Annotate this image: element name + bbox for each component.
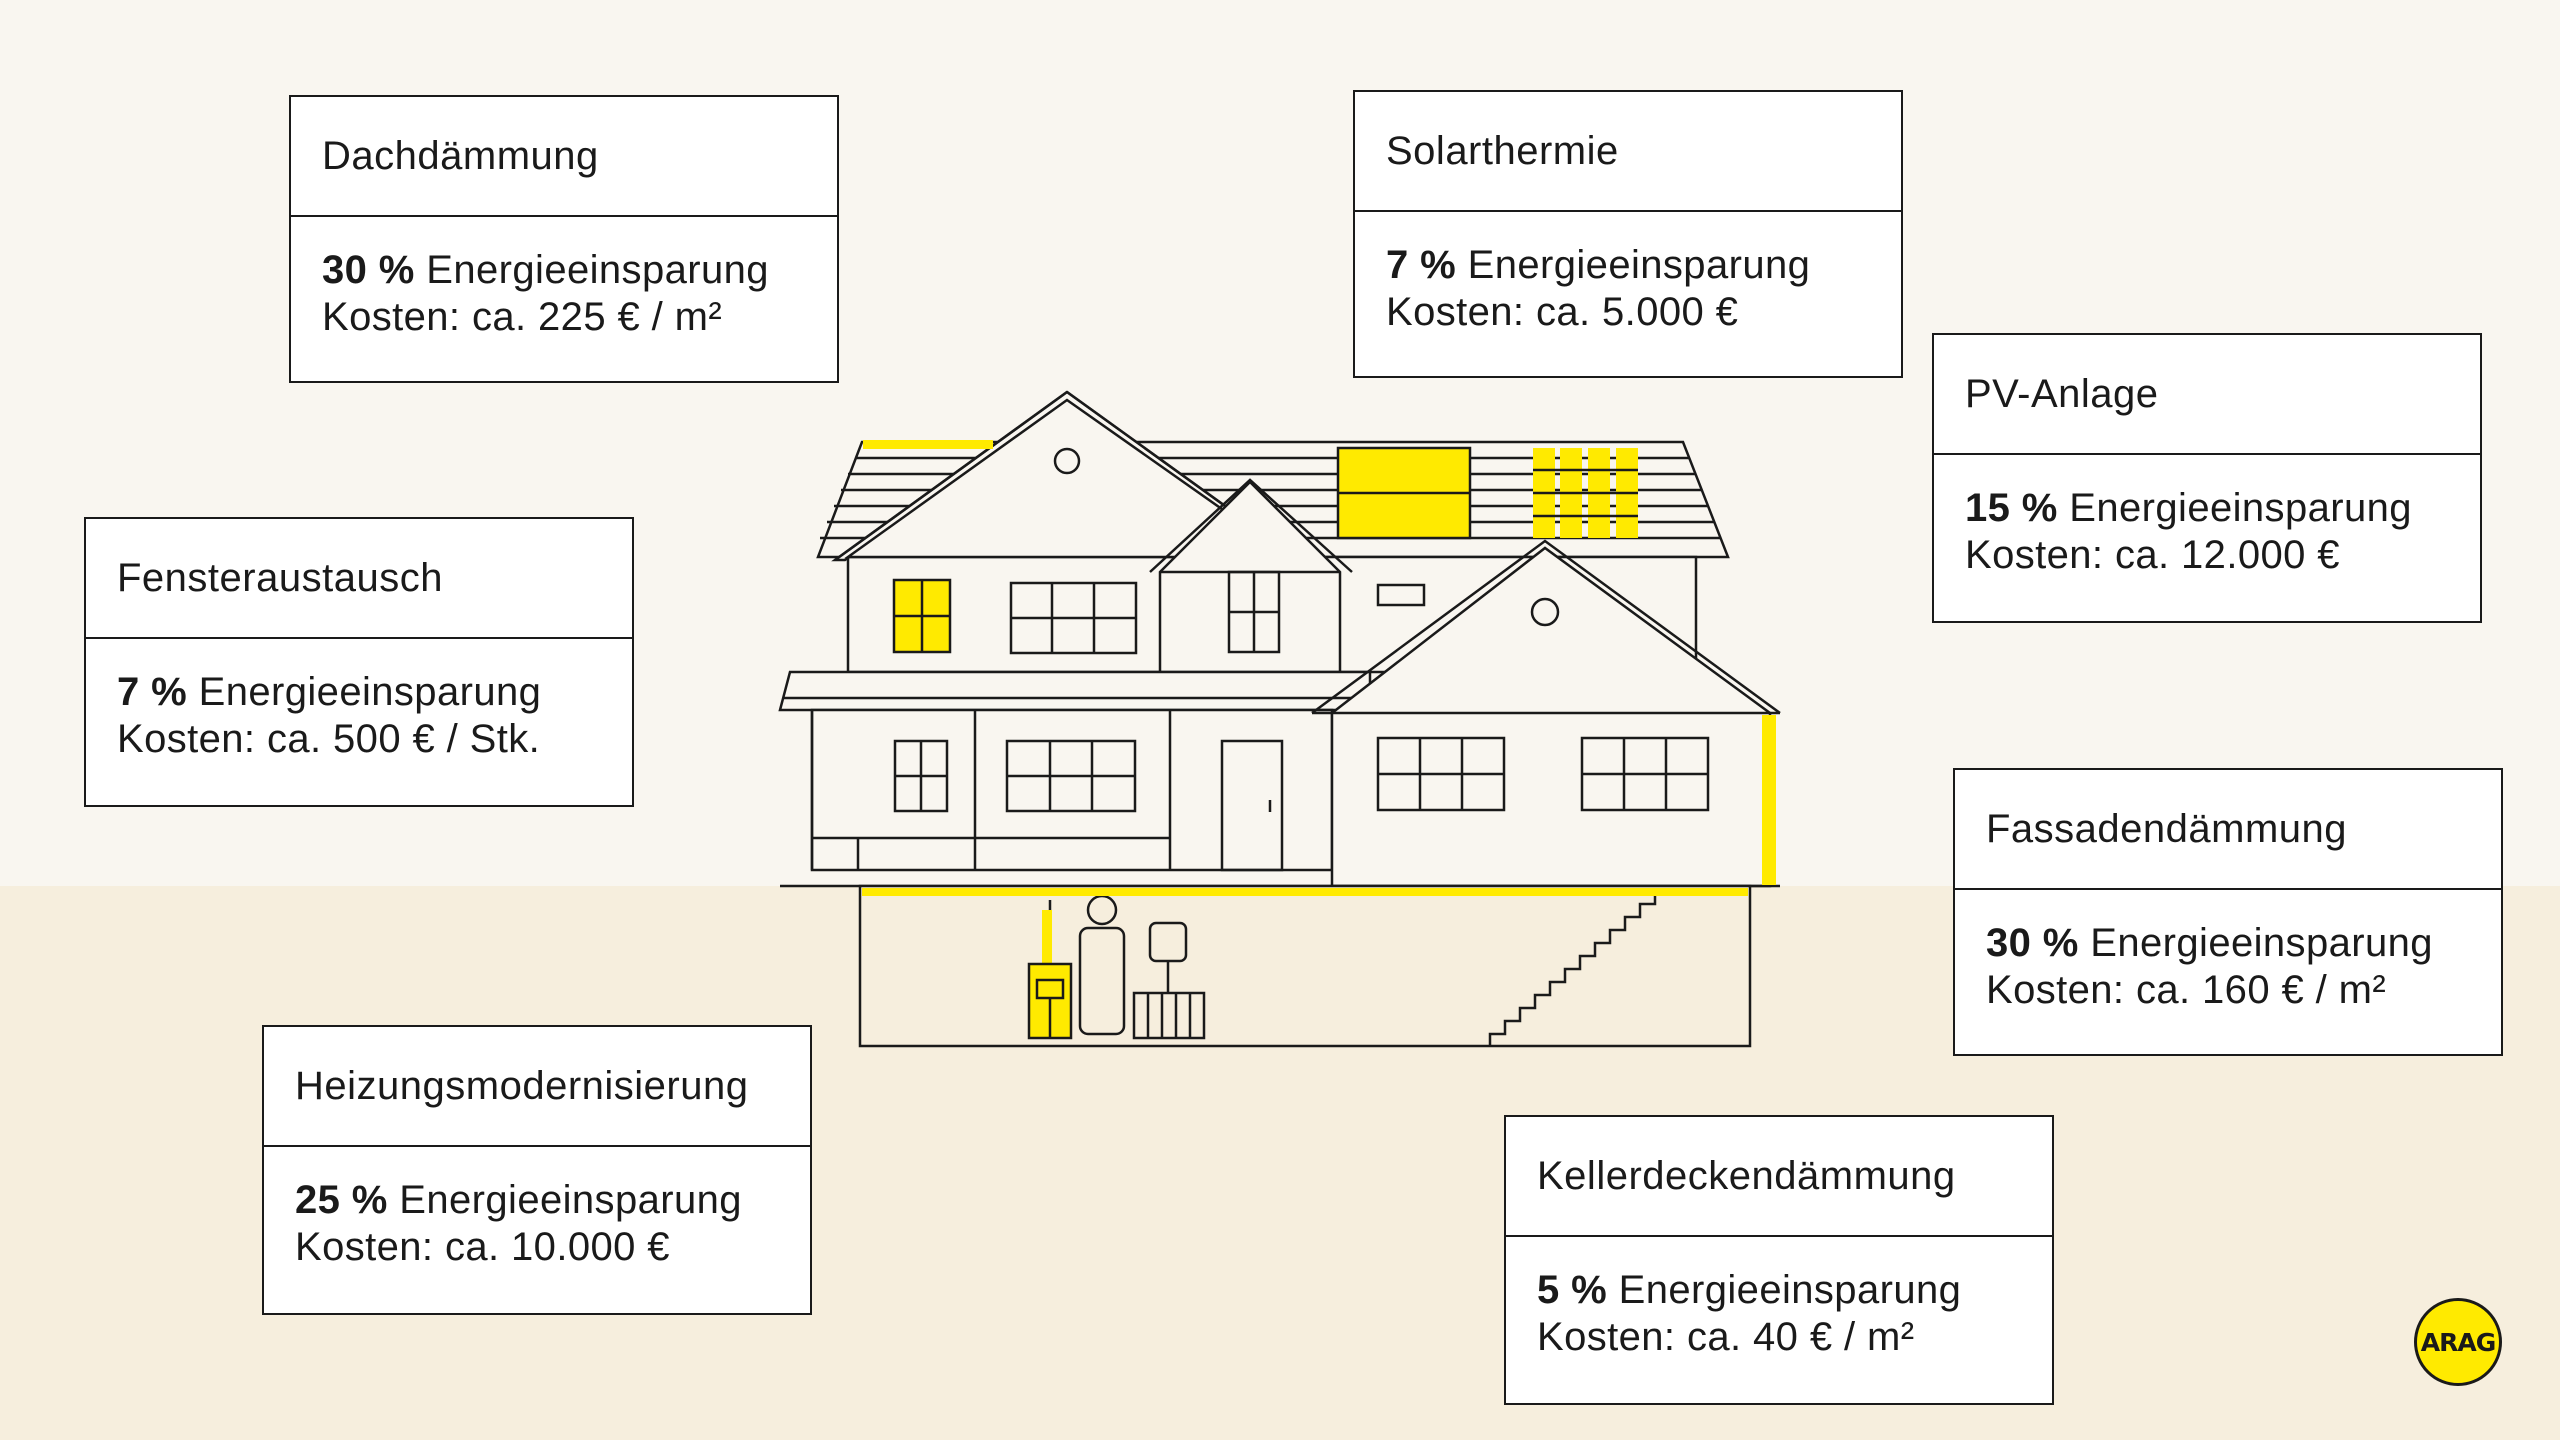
saving-label: Energieeinsparung (198, 670, 542, 714)
card-title: Fassadendämmung (1955, 770, 2501, 890)
saving-label: Energieeinsparung (2090, 921, 2433, 965)
cost-text: Kosten: ca. 10.000 € (295, 1225, 670, 1269)
card-title: Heizungsmodernisierung (264, 1027, 810, 1147)
card-solarthermie: Solarthermie 7 % Energieeinsparung Koste… (1353, 90, 1903, 378)
card-body: 7 % Energieeinsparung Kosten: ca. 500 € … (86, 639, 632, 763)
arag-logo: ARAG (2414, 1298, 2502, 1386)
card-body: 30 % Energieeinsparung Kosten: ca. 225 €… (291, 217, 837, 341)
cost-text: Kosten: ca. 40 € / m² (1537, 1315, 1915, 1359)
saving-label: Energieeinsparung (426, 248, 769, 292)
card-fassadendaemmung: Fassadendämmung 30 % Energieeinsparung K… (1953, 768, 2503, 1056)
logo-text: ARAG (2420, 1327, 2496, 1357)
saving-label: Energieeinsparung (1618, 1268, 1962, 1312)
saving-percent: 7 % (117, 670, 188, 714)
card-body: 7 % Energieeinsparung Kosten: ca. 5.000 … (1355, 212, 1901, 336)
saving-percent: 25 % (295, 1178, 388, 1222)
card-body: 15 % Energieeinsparung Kosten: ca. 12.00… (1934, 455, 2480, 579)
cost-text: Kosten: ca. 225 € / m² (322, 295, 723, 339)
saving-percent: 30 % (1986, 921, 2079, 965)
card-title: Kellerdeckendämmung (1506, 1117, 2052, 1237)
card-body: 25 % Energieeinsparung Kosten: ca. 10.00… (264, 1147, 810, 1271)
card-title: Fensteraustausch (86, 519, 632, 639)
saving-percent: 30 % (322, 248, 415, 292)
saving-percent: 7 % (1386, 243, 1457, 287)
card-kellerdeckendaemmung: Kellerdeckendämmung 5 % Energieeinsparun… (1504, 1115, 2054, 1405)
cost-text: Kosten: ca. 500 € / Stk. (117, 717, 541, 761)
card-title: Dachdämmung (291, 97, 837, 217)
saving-percent: 5 % (1537, 1268, 1608, 1312)
cost-text: Kosten: ca. 12.000 € (1965, 533, 2340, 577)
cost-text: Kosten: ca. 160 € / m² (1986, 968, 2387, 1012)
saving-label: Energieeinsparung (2069, 486, 2412, 530)
saving-label: Energieeinsparung (399, 1178, 742, 1222)
card-dachdaemmung: Dachdämmung 30 % Energieeinsparung Koste… (289, 95, 839, 383)
card-fensteraustausch: Fensteraustausch 7 % Energieeinsparung K… (84, 517, 634, 807)
cost-text: Kosten: ca. 5.000 € (1386, 290, 1739, 334)
card-pv-anlage: PV-Anlage 15 % Energieeinsparung Kosten:… (1932, 333, 2482, 623)
card-title: PV-Anlage (1934, 335, 2480, 455)
card-body: 30 % Energieeinsparung Kosten: ca. 160 €… (1955, 890, 2501, 1014)
card-body: 5 % Energieeinsparung Kosten: ca. 40 € /… (1506, 1237, 2052, 1361)
saving-label: Energieeinsparung (1467, 243, 1811, 287)
card-heizungsmodernisierung: Heizungsmodernisierung 25 % Energieeinsp… (262, 1025, 812, 1315)
saving-percent: 15 % (1965, 486, 2058, 530)
card-title: Solarthermie (1355, 92, 1901, 212)
